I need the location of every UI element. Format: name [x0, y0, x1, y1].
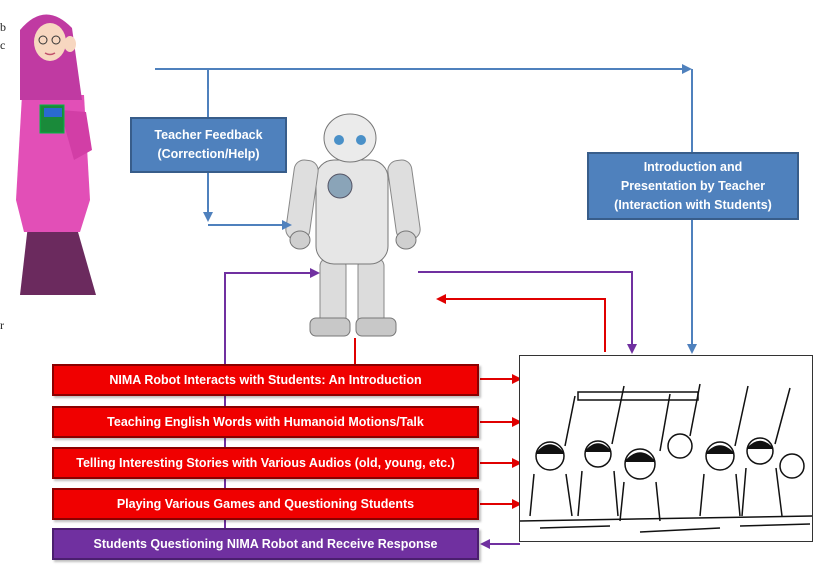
introduction-line1: Introduction and [643, 159, 743, 174]
activity-box-introduction: NIMA Robot Interacts with Students: An I… [52, 364, 479, 396]
red-arrows [354, 294, 606, 509]
activity-label: Teaching English Words with Humanoid Mot… [107, 415, 424, 429]
margin-fragment: r [0, 318, 4, 332]
introduction-line2: Presentation by Teacher [620, 178, 766, 193]
blue-arrows [155, 64, 697, 354]
introduction-line3: (Interaction with Students) [614, 197, 772, 212]
activity-label: NIMA Robot Interacts with Students: An I… [109, 373, 422, 387]
purple-arrows [224, 268, 637, 528]
student-question-label: Students Questioning NIMA Robot and Rece… [93, 537, 438, 551]
activity-label: Telling Interesting Stories with Various… [76, 456, 455, 470]
margin-fragment: b [0, 20, 6, 34]
teacher-feedback-line1: Teacher Feedback [154, 128, 263, 142]
activity-box-telling-stories: Telling Interesting Stories with Various… [52, 447, 479, 479]
activity-box-playing-games: Playing Various Games and Questioning St… [52, 488, 479, 520]
activity-box-teaching-words: Teaching English Words with Humanoid Mot… [52, 406, 479, 438]
teacher-feedback-line2: (Correction/Help) [157, 147, 260, 161]
teacher-feedback-box: Teacher Feedback (Correction/Help) [130, 117, 287, 173]
activity-label: Playing Various Games and Questioning St… [116, 497, 415, 511]
margin-fragment: c [0, 38, 6, 52]
classroom-sketch [519, 383, 813, 533]
student-question-box: Students Questioning NIMA Robot and Rece… [52, 528, 479, 560]
teacher-illustration [16, 14, 96, 295]
introduction-box: Introduction and Presentation by Teacher… [587, 152, 799, 220]
classroom-illustration [519, 355, 813, 542]
robot-illustration [285, 113, 421, 337]
